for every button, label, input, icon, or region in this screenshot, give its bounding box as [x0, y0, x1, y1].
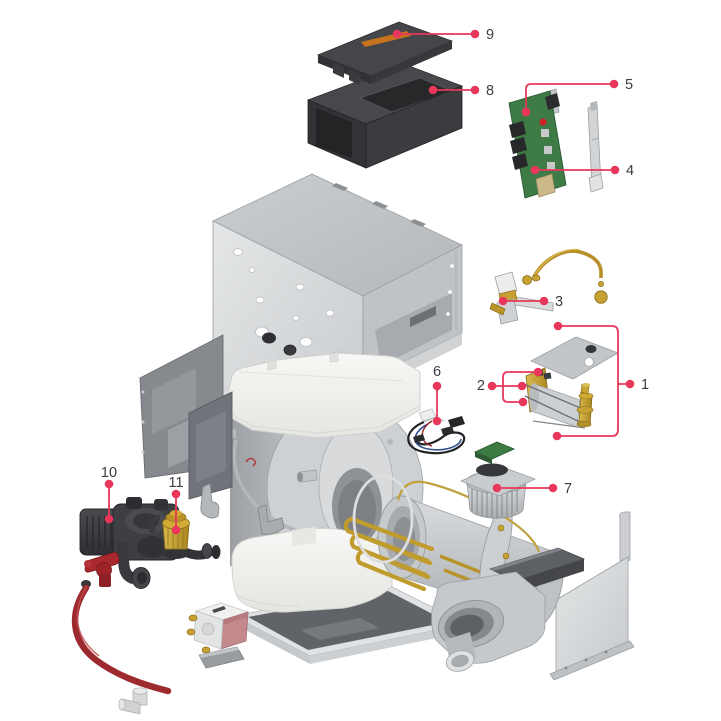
gas-pipe: [531, 248, 608, 304]
part-3-gas-valve: [489, 271, 554, 325]
hx-label: [212, 606, 226, 613]
element-tube: [349, 532, 433, 578]
callout-1: 1: [552, 321, 649, 441]
part-4-control-board: [508, 88, 567, 199]
drain-valve-handle: [84, 552, 120, 587]
callout-2-number: 2: [477, 378, 485, 394]
harness-connector: [448, 416, 465, 428]
part-11-brass-fitting: [148, 510, 190, 559]
drain-hose: [71, 580, 172, 695]
side-panels-left: [139, 334, 233, 500]
grommet: [283, 344, 297, 356]
part-10-pump-assembly: [79, 497, 221, 589]
callout-10: 10: [101, 465, 117, 524]
callout-11-number: 11: [168, 475, 183, 491]
callout-4-number: 4: [626, 163, 634, 179]
board-mounting-clip: [587, 101, 604, 193]
grommet: [262, 332, 276, 344]
part-7-blower: [459, 441, 537, 519]
callout-2: 2: [477, 367, 543, 407]
part-9-control-box-lid: [316, 21, 454, 85]
insulation-shell-bottom: [231, 527, 393, 613]
callouts-layer: 9 8 5 4 3 1: [101, 27, 649, 535]
callout-7-number: 7: [564, 481, 572, 497]
callout-1-number: 1: [641, 377, 649, 393]
callout-9: 9: [392, 27, 494, 43]
blower-pcb: [473, 441, 516, 460]
gasket-strip: [198, 646, 245, 669]
mounting-bracket-2: [257, 504, 285, 535]
part-2-heat-exchanger: [519, 367, 594, 429]
callout-3: 3: [498, 294, 563, 310]
base-tray: [232, 585, 468, 664]
callout-4: 4: [530, 163, 634, 179]
part-8-control-box: [306, 63, 464, 169]
side-panel-right: [549, 511, 635, 681]
elbow-fitting: [118, 687, 148, 715]
callout-11: 11: [168, 475, 184, 535]
callout-10-number: 10: [101, 465, 117, 481]
callout-5-number: 5: [625, 77, 633, 93]
callout-6: 6: [432, 364, 442, 426]
callout-8-number: 8: [486, 83, 494, 99]
board-led: [539, 118, 547, 126]
plate-heat-exchanger: [186, 602, 250, 660]
element-tube: [343, 516, 435, 564]
callout-6-number: 6: [433, 364, 441, 380]
pipe-nut: [594, 290, 608, 304]
board-connector: [535, 173, 556, 198]
callout-3-number: 3: [555, 294, 563, 310]
callout-9-number: 9: [486, 27, 494, 43]
mounting-bracket: [200, 483, 220, 519]
callout-7: 7: [492, 481, 572, 497]
burner-gasket-ring: [352, 474, 414, 564]
callout-5: 5: [521, 77, 633, 117]
insulation-cover-top: [225, 352, 421, 439]
condensate-trap: [431, 547, 586, 672]
callout-8: 8: [428, 83, 494, 99]
